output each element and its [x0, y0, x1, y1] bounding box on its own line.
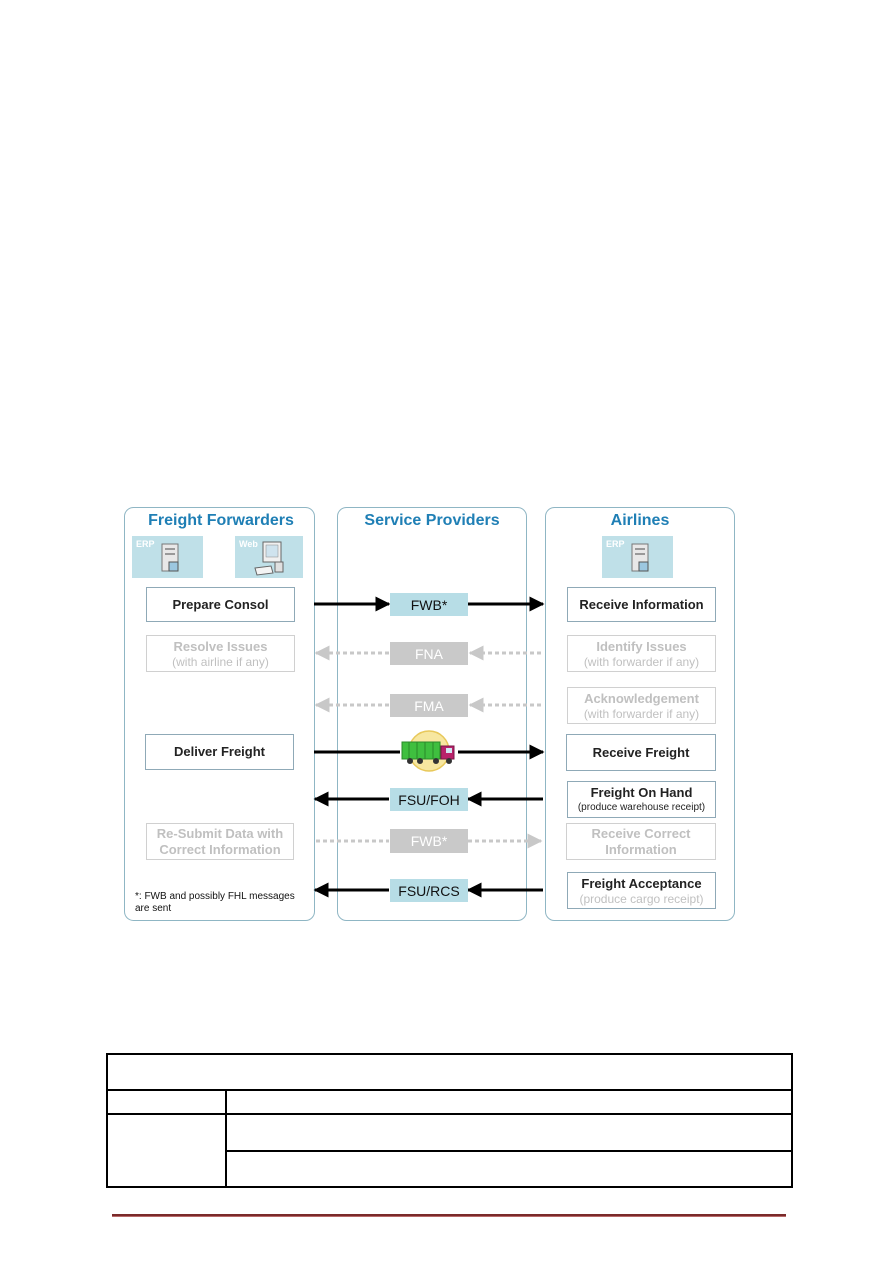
step-freight-on-hand: Freight On Hand (produce warehouse recei…	[567, 781, 716, 818]
table-cell	[106, 1089, 227, 1115]
forwarders-title: Freight Forwarders	[148, 512, 294, 529]
step-receive-freight: Receive Freight	[566, 734, 716, 771]
forwarders-panel	[124, 507, 315, 921]
message-fwb: FWB*	[390, 593, 468, 616]
table-row	[106, 1053, 793, 1091]
step-deliver-freight: Deliver Freight	[145, 734, 294, 770]
step-receive-correct-line1: Receive Correct	[591, 825, 691, 841]
diagram-footnote: *: FWB and possibly FHL messages are sen…	[135, 891, 315, 915]
providers-panel	[337, 507, 527, 921]
message-fma: FMA	[390, 694, 468, 717]
step-deliver-freight-label: Deliver Freight	[173, 744, 266, 759]
airlines-title: Airlines	[610, 512, 670, 529]
message-fsu-foh: FSU/FOH	[390, 788, 468, 811]
table-row	[106, 1089, 793, 1115]
table-cell	[106, 1113, 227, 1188]
step-prepare-consol: Prepare Consol	[146, 587, 295, 622]
step-identify-issues-label: Identify Issues	[596, 638, 687, 654]
al-erp-label: ERP	[606, 539, 625, 549]
ff-web-system: Web	[235, 536, 303, 578]
message-fsu-rcs: FSU/RCS	[390, 879, 468, 902]
ff-erp-label: ERP	[136, 539, 155, 549]
server-icon	[631, 543, 649, 572]
providers-title: Service Providers	[364, 512, 500, 529]
step-resolve-issues-sub: (with airline if any)	[172, 654, 269, 669]
message-fwb-resubmit: FWB*	[390, 829, 468, 853]
message-fna: FNA	[390, 642, 468, 665]
step-receive-information-label: Receive Information	[579, 596, 704, 612]
step-resolve-issues: Resolve Issues (with airline if any)	[146, 635, 295, 672]
airlines-panel	[545, 507, 735, 921]
table-row	[107, 1150, 793, 1188]
al-erp-system: ERP	[602, 536, 673, 578]
table-cell	[225, 1089, 793, 1115]
bottom-table	[106, 1053, 793, 1188]
step-acknowledgement-label: Acknowledgement	[584, 690, 699, 706]
step-receive-freight-label: Receive Freight	[592, 744, 690, 760]
computer-icon	[254, 541, 284, 576]
step-resubmit-line1: Re-Submit Data with	[156, 825, 284, 841]
step-freight-on-hand-sub: (produce warehouse receipt)	[577, 801, 706, 813]
step-receive-information: Receive Information	[567, 587, 716, 622]
step-prepare-consol-label: Prepare Consol	[172, 596, 269, 612]
step-freight-acceptance-sub: (produce cargo receipt)	[579, 891, 704, 906]
step-freight-on-hand-label: Freight On Hand	[590, 784, 693, 800]
step-freight-acceptance: Freight Acceptance (produce cargo receip…	[567, 872, 716, 909]
server-icon	[161, 543, 179, 572]
truck-icon	[401, 730, 455, 772]
step-freight-acceptance-label: Freight Acceptance	[581, 875, 702, 891]
table-header-cell	[106, 1053, 793, 1091]
table-row	[106, 1113, 793, 1188]
footnote-line1: *: FWB and possibly FHL messages	[135, 891, 295, 902]
step-resubmit-line2: Correct Information	[159, 841, 281, 857]
step-acknowledgement: Acknowledgement (with forwarder if any)	[567, 687, 716, 724]
ff-web-label: Web	[239, 539, 258, 549]
table-cell	[225, 1150, 793, 1188]
step-acknowledgement-sub: (with forwarder if any)	[583, 706, 700, 721]
step-receive-correct-information: Receive Correct Information	[566, 823, 716, 860]
step-receive-correct-line2: Information	[605, 841, 677, 857]
ff-erp-system: ERP	[132, 536, 203, 578]
footnote-line2: are sent	[135, 903, 172, 914]
step-resolve-issues-label: Resolve Issues	[173, 638, 268, 654]
step-identify-issues: Identify Issues (with forwarder if any)	[567, 635, 716, 672]
footer-rule	[112, 1214, 786, 1217]
table-cell	[225, 1113, 793, 1152]
step-identify-issues-sub: (with forwarder if any)	[583, 654, 700, 669]
step-resubmit-data: Re-Submit Data with Correct Information	[146, 823, 294, 860]
